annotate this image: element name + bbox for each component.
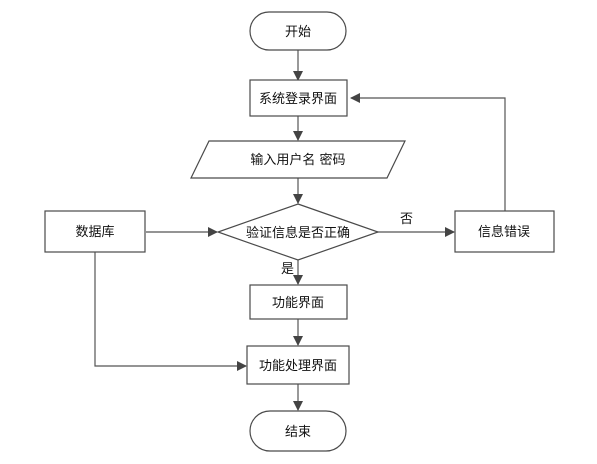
error-shape	[454, 210, 555, 253]
error-label: 信息错误	[478, 224, 530, 240]
edge-database-to-process	[94, 252, 247, 371]
verify-label: 验证信息是否正确	[246, 225, 350, 241]
end-terminal-shape	[249, 410, 347, 452]
database-shape	[44, 210, 146, 253]
function-process-shape	[246, 345, 350, 385]
node-database: 数据库	[44, 210, 146, 253]
node-login-page: 系统登录界面	[249, 79, 348, 117]
database-label: 数据库	[75, 224, 114, 240]
node-end: 结束	[249, 410, 347, 452]
edges	[94, 50, 506, 411]
node-input-credentials: 输入用户名 密码	[190, 140, 406, 179]
node-start: 开始	[249, 11, 347, 51]
function-process-label: 功能处理界面	[259, 359, 337, 374]
function-page-label: 功能界面	[272, 296, 324, 311]
edge-error-to-login	[350, 93, 506, 211]
node-error: 信息错误	[454, 210, 555, 253]
verify-diamond-shape	[216, 203, 380, 261]
input-parallelogram-shape	[190, 140, 406, 179]
start-terminal-shape	[249, 11, 347, 51]
login-page-label: 系统登录界面	[259, 92, 337, 107]
input-credentials-label: 输入用户名 密码	[250, 152, 345, 168]
node-function-page: 功能界面	[249, 284, 348, 320]
start-label: 开始	[285, 25, 311, 40]
end-label: 结束	[285, 425, 311, 440]
function-page-shape	[249, 284, 348, 320]
yes-edge-label: 是	[281, 262, 294, 277]
node-function-process-page: 功能处理界面	[246, 345, 350, 385]
node-verify: 验证信息是否正确	[216, 203, 380, 261]
login-page-shape	[249, 79, 348, 117]
no-edge-label: 否	[400, 212, 413, 227]
